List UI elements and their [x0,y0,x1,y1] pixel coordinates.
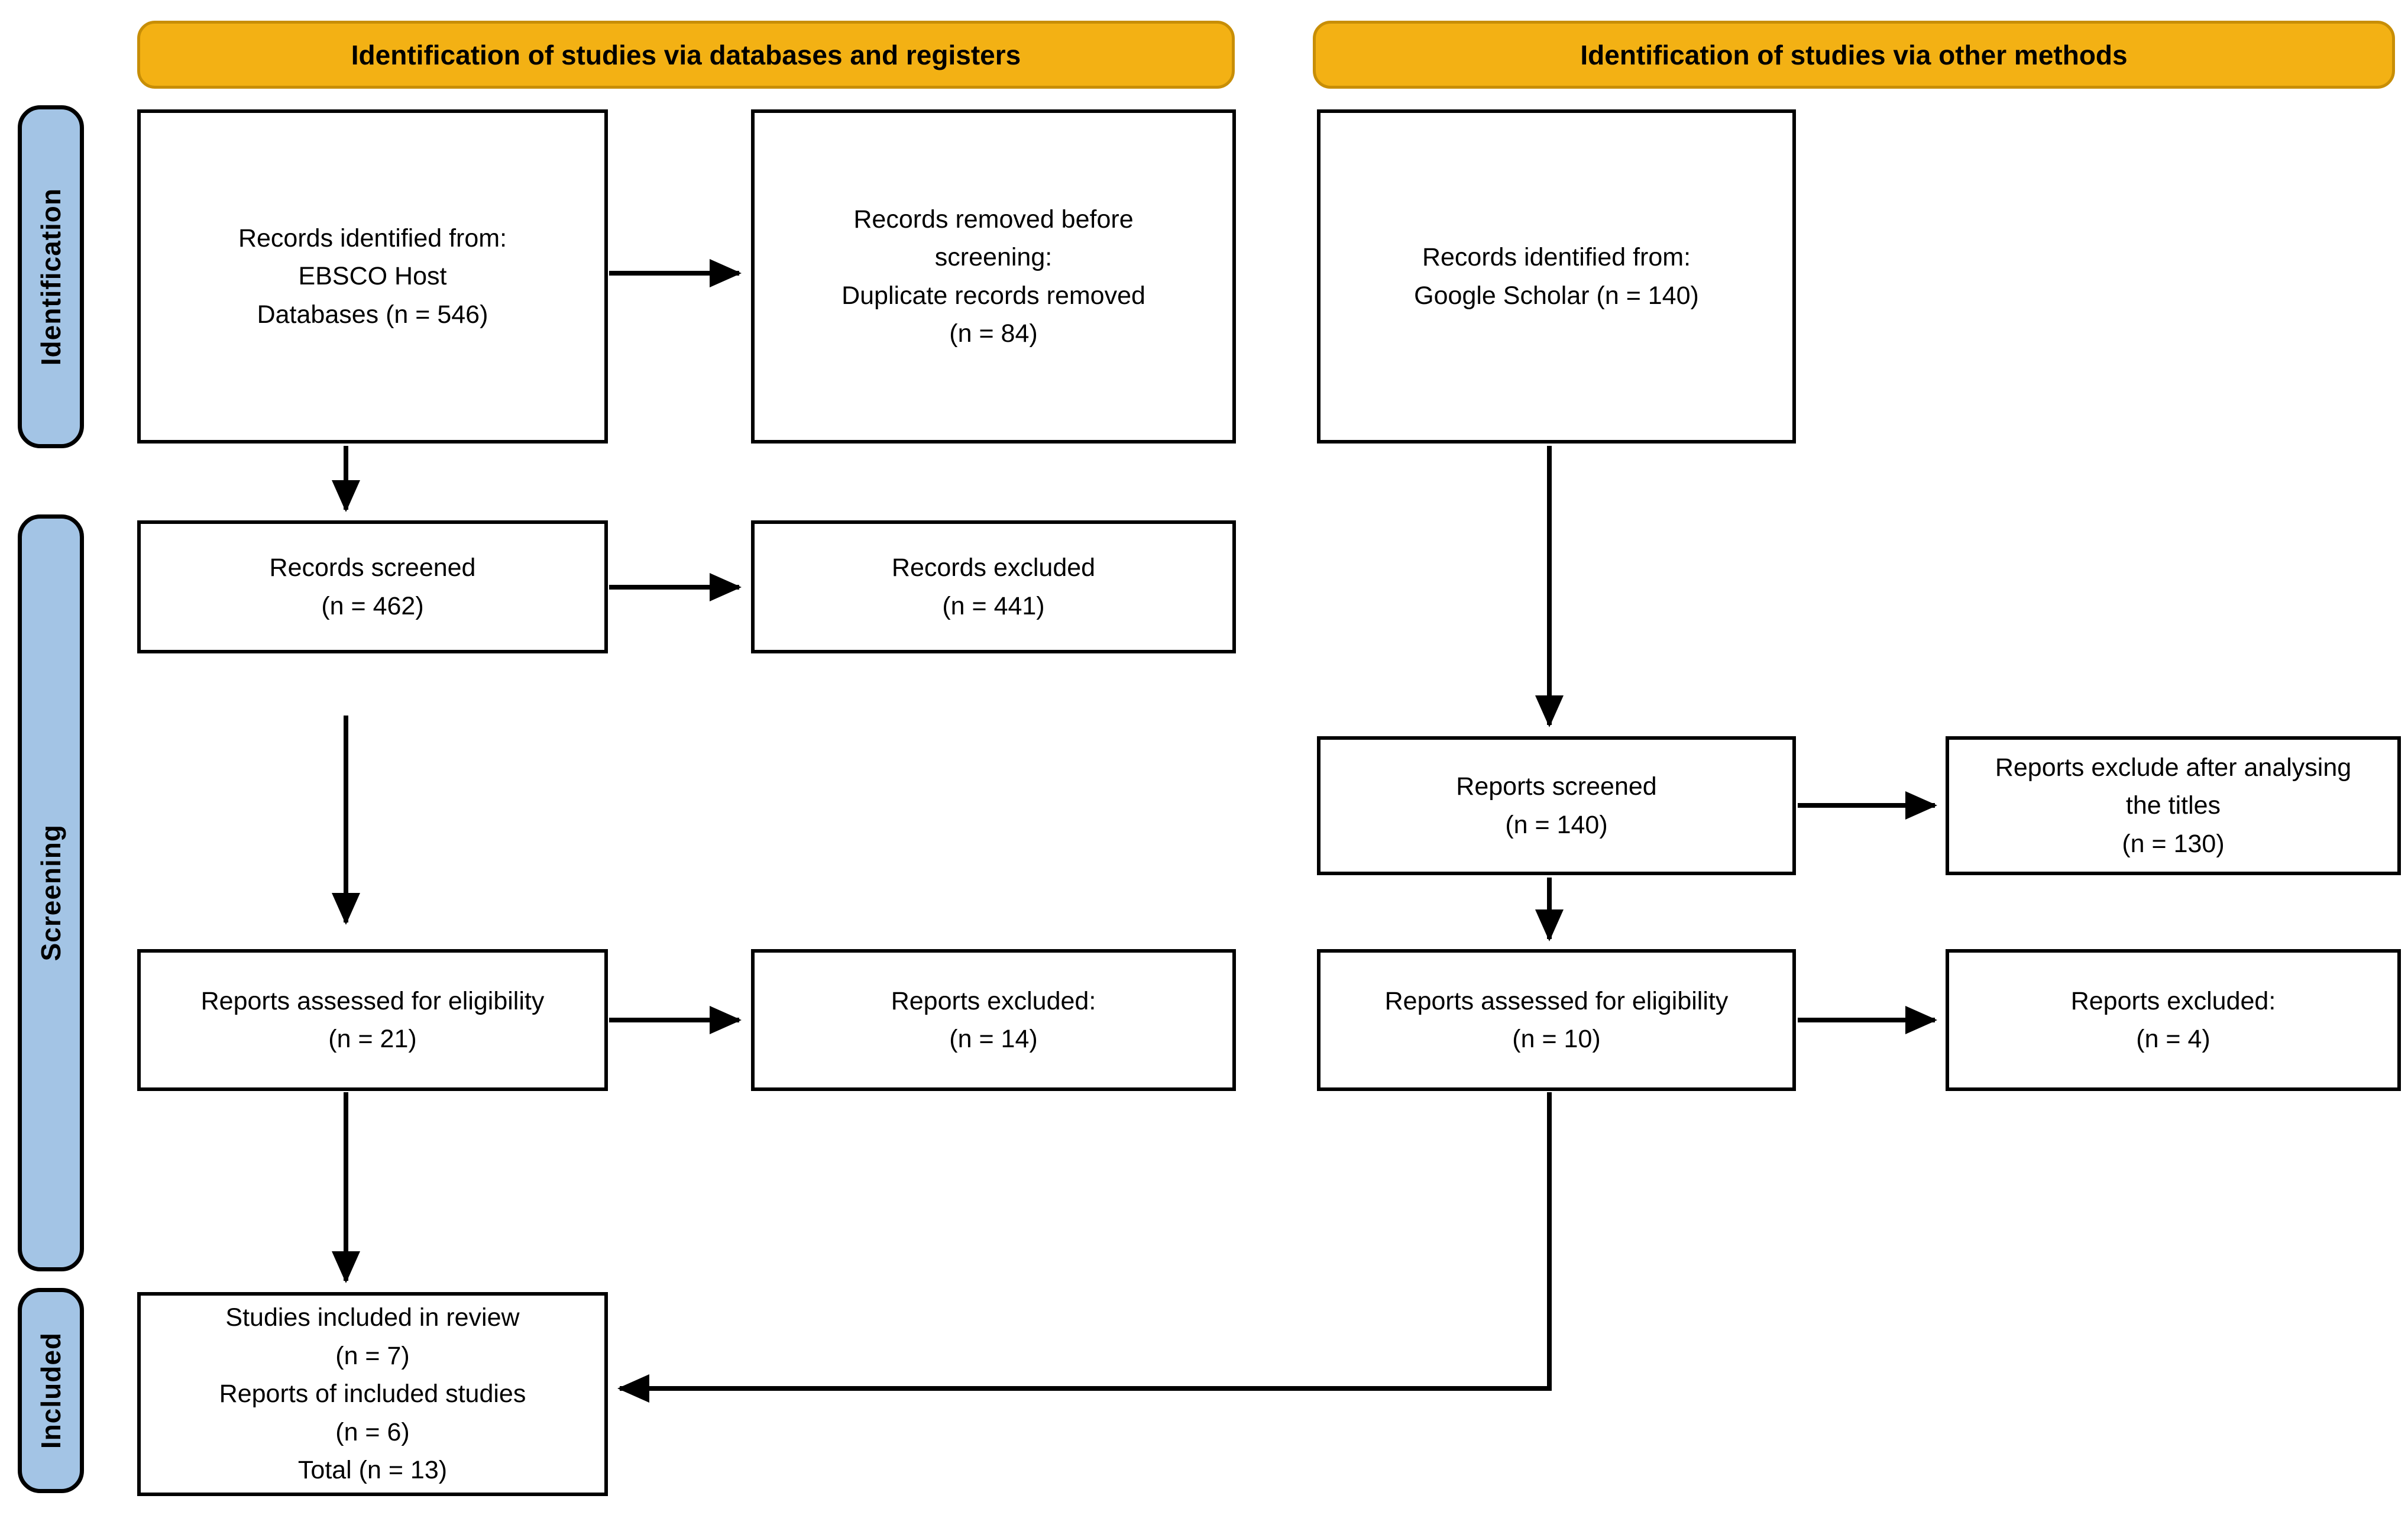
studies-included-text: Studies included in review (n = 7) Repor… [219,1303,526,1485]
box-reports-excluded-databases: Reports excluded: (n = 14) [751,949,1236,1091]
records-excluded-text: Records excluded (n = 441) [891,553,1096,620]
box-records-screened: Records screened (n = 462) [137,520,608,653]
records-removed-text: Records removed before screening: Duplic… [841,205,1145,348]
box-reports-excluded-other: Reports excluded: (n = 4) [1946,949,2401,1091]
reports-excluded-databases-text: Reports excluded: (n = 14) [891,986,1096,1054]
box-records-identified-other: Records identified from: Google Scholar … [1317,109,1796,444]
sidebar-included-label: Included [35,1332,66,1449]
reports-assessed-other-text: Reports assessed for eligibility (n = 10… [1384,986,1729,1054]
box-reports-assessed-other: Reports assessed for eligibility (n = 10… [1317,949,1796,1091]
reports-screened-text: Reports screened (n = 140) [1456,772,1657,839]
box-reports-screened: Reports screened (n = 140) [1317,736,1796,875]
box-records-removed-before-screening: Records removed before screening: Duplic… [751,109,1236,444]
box-reports-excluded-titles: Reports exclude after analysing the titl… [1946,736,2401,875]
reports-assessed-databases-text: Reports assessed for eligibility (n = 21… [200,986,545,1054]
header-other-methods-label: Identification of studies via other meth… [1580,39,2128,70]
sidebar-screening: Screening [18,514,84,1271]
reports-excluded-other-text: Reports excluded: (n = 4) [2070,986,2276,1054]
records-identified-databases-text: Records identified from: EBSCO Host Data… [238,224,507,329]
sidebar-included: Included [18,1288,84,1493]
header-other-methods: Identification of studies via other meth… [1313,21,2395,89]
sidebar-identification-label: Identification [35,187,66,366]
header-databases-registers-label: Identification of studies via databases … [351,39,1021,70]
box-records-excluded: Records excluded (n = 441) [751,520,1236,653]
header-databases-registers: Identification of studies via databases … [137,21,1235,89]
records-screened-text: Records screened (n = 462) [269,553,476,620]
box-reports-assessed-databases: Reports assessed for eligibility (n = 21… [137,949,608,1091]
reports-excluded-titles-text: Reports exclude after analysing the titl… [1995,753,2352,858]
box-studies-included: Studies included in review (n = 7) Repor… [137,1292,608,1496]
arrow-assessed-other-to-included [617,1092,1552,1403]
box-records-identified-databases: Records identified from: EBSCO Host Data… [137,109,608,444]
sidebar-screening-label: Screening [35,824,66,962]
sidebar-identification: Identification [18,105,84,448]
records-identified-other-text: Records identified from: Google Scholar … [1414,243,1699,310]
